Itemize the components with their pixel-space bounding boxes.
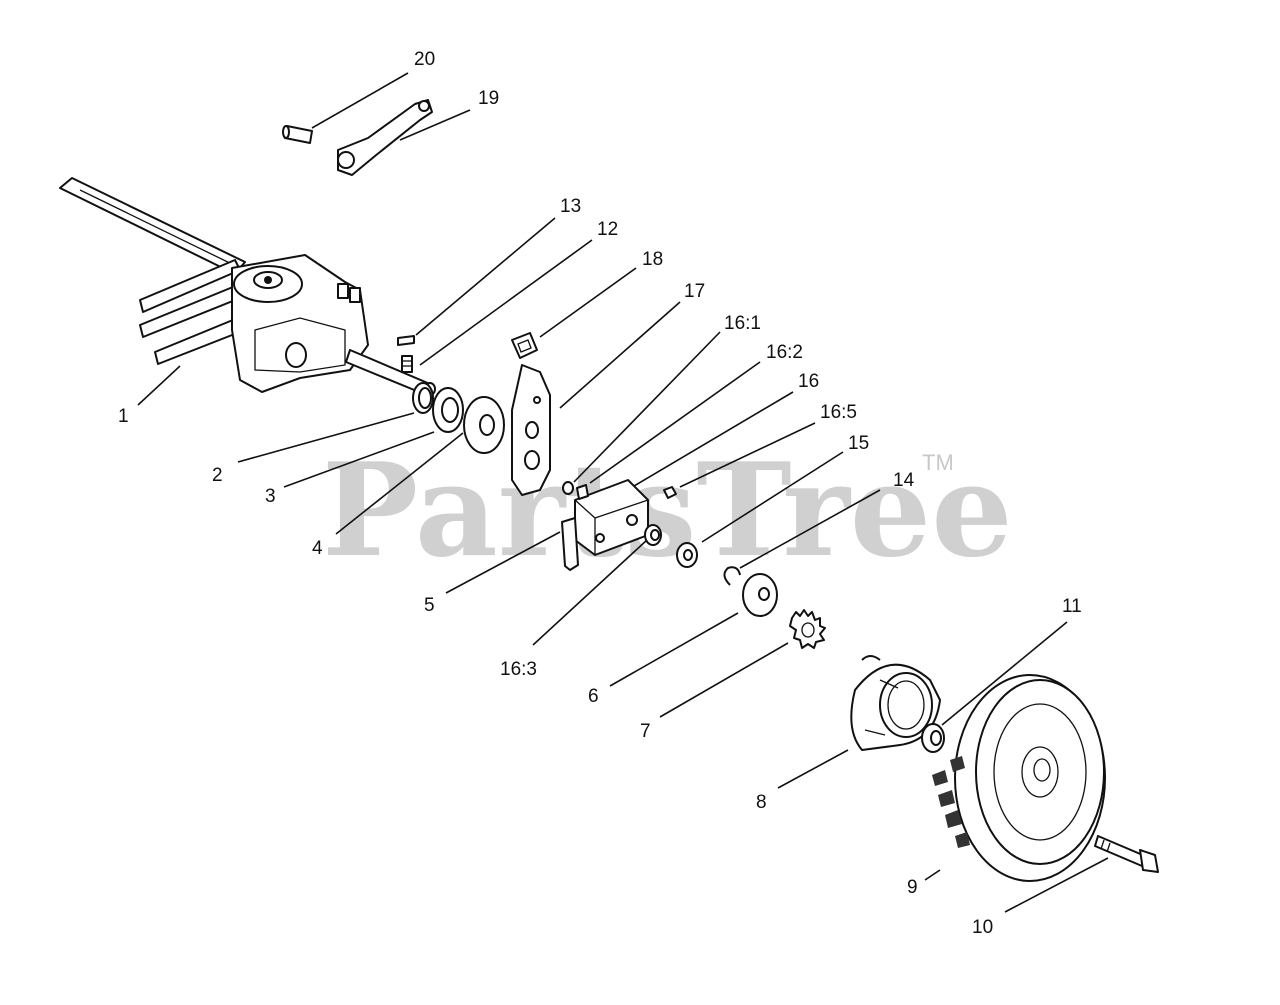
leader-16-2 <box>589 361 761 484</box>
leader-8 <box>777 749 849 789</box>
part-7-pinion-gear[interactable] <box>789 609 826 649</box>
leader-16-5 <box>679 422 816 488</box>
watermark-text: PartsTree <box>322 436 1013 586</box>
part-13-key[interactable] <box>397 335 415 346</box>
leader-4 <box>335 432 464 535</box>
part-16-3-sleeve[interactable] <box>644 524 662 546</box>
leader-5 <box>445 531 561 594</box>
callout-16[interactable]: 16 <box>798 371 819 392</box>
callout-8[interactable]: 8 <box>756 792 767 813</box>
part-16-1-bushing[interactable] <box>562 481 574 495</box>
part-19-lever[interactable] <box>337 99 433 176</box>
part-17-plate[interactable] <box>511 364 551 496</box>
callout-20[interactable]: 20 <box>414 49 435 70</box>
part-8-drive-hub[interactable] <box>850 655 941 751</box>
part-12-set-screw[interactable] <box>401 355 413 373</box>
leader-13 <box>415 217 556 336</box>
callout-10[interactable]: 10 <box>972 917 993 938</box>
leader-14 <box>739 489 881 569</box>
leader-7 <box>659 642 789 718</box>
leader-10 <box>1004 857 1109 913</box>
callout-11[interactable]: 11 <box>1062 596 1082 617</box>
leader-1 <box>137 365 181 406</box>
callout-14[interactable]: 14 <box>893 470 915 491</box>
part-6-spacer[interactable] <box>742 573 778 617</box>
leader-12 <box>419 239 593 366</box>
leader-15 <box>701 451 844 543</box>
leader-17 <box>559 301 681 409</box>
part-10-bolt[interactable] <box>1094 835 1159 873</box>
callout-4[interactable]: 4 <box>312 538 323 559</box>
part-4-washer[interactable] <box>463 396 505 454</box>
leader-18 <box>539 267 637 338</box>
leader-11 <box>941 621 1068 726</box>
callout-9[interactable]: 9 <box>907 877 918 898</box>
leader-16 <box>633 391 794 487</box>
callout-19[interactable]: 19 <box>478 88 499 109</box>
part-20-pin[interactable] <box>282 125 313 144</box>
callout-12[interactable]: 12 <box>597 219 618 240</box>
part-14-e-ring[interactable] <box>723 566 741 586</box>
part-16-bracket[interactable] <box>561 479 649 571</box>
part-15-washer[interactable] <box>676 542 698 568</box>
part-3-washer[interactable] <box>432 387 464 433</box>
callout-1[interactable]: 1 <box>118 406 129 427</box>
part-11-bearing[interactable] <box>921 723 945 753</box>
callout-7[interactable]: 7 <box>640 721 651 742</box>
callout-13[interactable]: 13 <box>560 196 581 217</box>
part-9-wheel[interactable] <box>932 674 1106 882</box>
leader-19 <box>399 109 471 141</box>
callout-16-3[interactable]: 16:3 <box>500 659 537 680</box>
callout-16-5[interactable]: 16:5 <box>820 402 857 423</box>
watermark-trademark: TM <box>922 450 954 475</box>
part-16-2-bushing[interactable] <box>576 484 589 500</box>
part-18-clip[interactable] <box>511 332 538 359</box>
callout-6[interactable]: 6 <box>588 686 599 707</box>
callout-18[interactable]: 18 <box>642 249 663 270</box>
callout-16-1[interactable]: 16:1 <box>724 313 761 334</box>
callout-16-2[interactable]: 16:2 <box>766 342 803 363</box>
callout-15[interactable]: 15 <box>848 433 869 454</box>
leader-20 <box>311 72 409 129</box>
leader-16-3 <box>532 539 648 646</box>
gearbox-assembly[interactable] <box>59 177 436 396</box>
part-16-5-nut[interactable] <box>663 486 677 499</box>
leader-16-1 <box>573 331 721 483</box>
leader-9 <box>924 869 941 881</box>
leader-3 <box>283 431 435 488</box>
callout-2[interactable]: 2 <box>212 465 223 486</box>
callout-5[interactable]: 5 <box>424 595 435 616</box>
callout-3[interactable]: 3 <box>265 486 276 507</box>
callout-17[interactable]: 17 <box>684 281 705 302</box>
leader-2 <box>237 412 415 463</box>
leader-6 <box>609 612 739 687</box>
part-2-retaining-ring[interactable] <box>412 382 434 414</box>
